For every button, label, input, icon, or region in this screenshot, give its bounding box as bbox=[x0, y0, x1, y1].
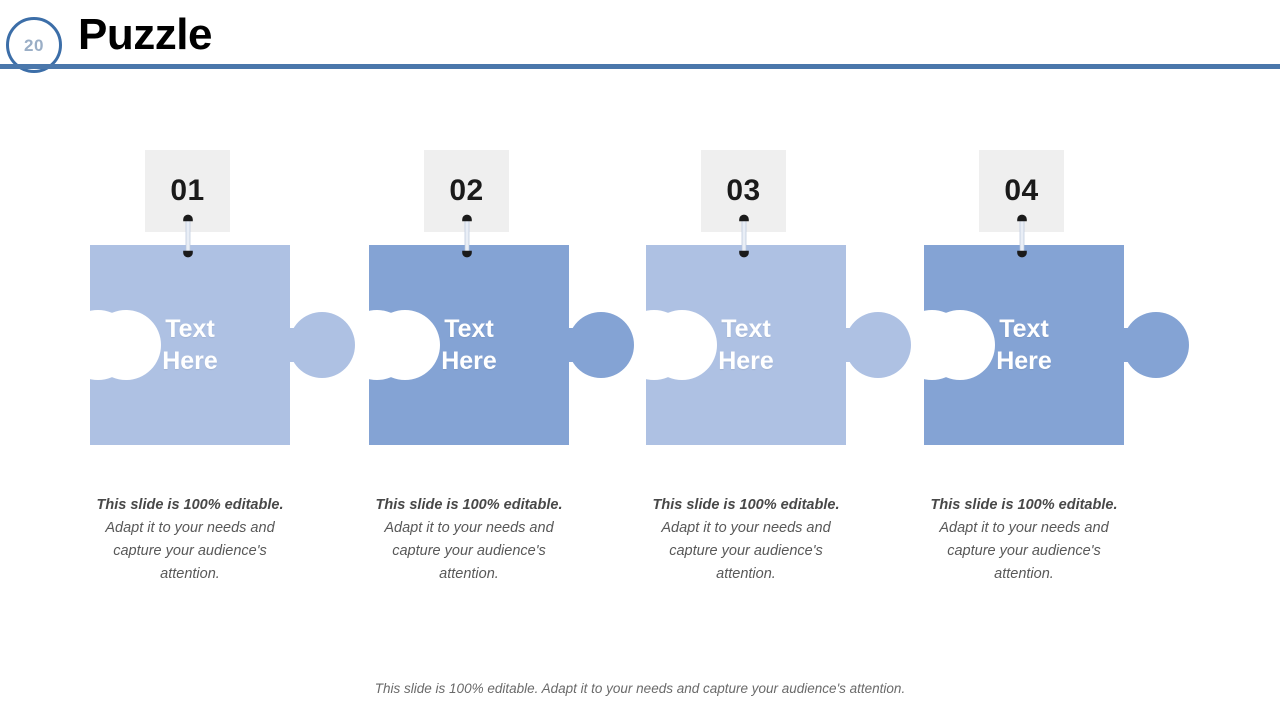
puzzle-piece-shape-01[interactable] bbox=[90, 245, 368, 445]
pin-connector-icon bbox=[182, 214, 194, 258]
piece-number-text: 01 bbox=[170, 174, 205, 207]
caption-bold-part: This slide is 100% editable. bbox=[652, 497, 840, 513]
caption-bold-part: This slide is 100% editable. bbox=[930, 497, 1118, 513]
piece-number-text: 03 bbox=[726, 174, 761, 207]
caption-bold-part: This slide is 100% editable. bbox=[96, 497, 284, 513]
pin-connector-icon bbox=[1016, 214, 1028, 258]
piece-caption-02: This slide is 100% editable. Adapt it to… bbox=[365, 494, 573, 586]
caption-rest-part: Adapt it to your needs and capture your … bbox=[939, 519, 1109, 582]
page-title: Puzzle bbox=[78, 10, 212, 59]
slide-number-badge: 20 bbox=[6, 17, 62, 73]
puzzle-piece-shape-03[interactable] bbox=[646, 245, 924, 445]
caption-rest-part: Adapt it to your needs and capture your … bbox=[384, 519, 554, 582]
caption-rest-part: Adapt it to your needs and capture your … bbox=[661, 519, 831, 582]
pin-connector-icon bbox=[461, 214, 473, 258]
piece-caption-03: This slide is 100% editable. Adapt it to… bbox=[642, 494, 850, 586]
piece-number-text: 04 bbox=[1004, 174, 1039, 207]
piece-number-badge-03: 03 bbox=[701, 150, 786, 232]
caption-rest-part: Adapt it to your needs and capture your … bbox=[105, 519, 275, 582]
piece-number-text: 02 bbox=[449, 174, 484, 207]
header-divider-rule bbox=[0, 64, 1280, 69]
piece-caption-04: This slide is 100% editable. Adapt it to… bbox=[920, 494, 1128, 586]
pin-connector-icon bbox=[738, 214, 750, 258]
slide-header: 20 Puzzle bbox=[0, 0, 1280, 76]
puzzle-piece-shape-04[interactable] bbox=[924, 245, 1202, 445]
caption-bold-part: This slide is 100% editable. bbox=[375, 497, 563, 513]
piece-caption-01: This slide is 100% editable. Adapt it to… bbox=[86, 494, 294, 586]
piece-number-badge-04: 04 bbox=[979, 150, 1064, 232]
puzzle-piece-shape-02[interactable] bbox=[369, 245, 647, 445]
slide-number-text: 20 bbox=[24, 35, 44, 55]
footer-note: This slide is 100% editable. Adapt it to… bbox=[374, 681, 906, 696]
